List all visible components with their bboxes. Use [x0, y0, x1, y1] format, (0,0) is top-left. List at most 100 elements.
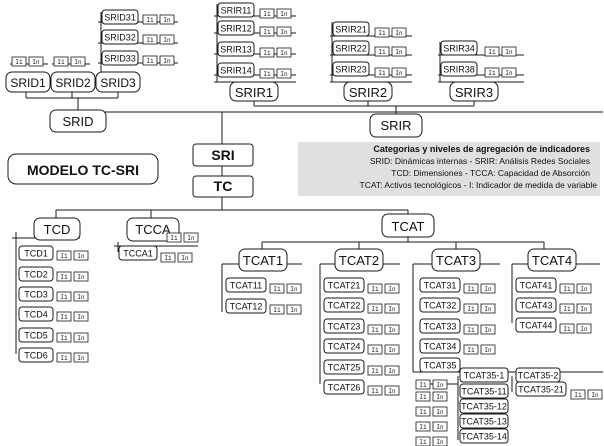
- tcat35-1-indicator-i1-box[interactable]: [415, 379, 431, 390]
- tcat35-1-indicator-in-box[interactable]: [432, 379, 448, 390]
- node-tcat32[interactable]: [419, 297, 461, 313]
- node-tcd[interactable]: [33, 217, 81, 241]
- node-srir2[interactable]: [343, 81, 393, 102]
- node-tcat31[interactable]: [419, 277, 461, 293]
- tcat12-indicator-i1-box[interactable]: [269, 304, 285, 315]
- srid2-indicator-in-box[interactable]: [70, 56, 86, 67]
- srir22-indicator-in-box[interactable]: [391, 46, 407, 57]
- srir23-indicator-in-box[interactable]: [391, 67, 407, 78]
- node-tcat26[interactable]: [323, 379, 365, 395]
- srir34-indicator-in-box[interactable]: [501, 46, 517, 57]
- node-srir3[interactable]: [449, 81, 499, 102]
- node-tcat23[interactable]: [323, 318, 365, 334]
- node-tcat22[interactable]: [323, 297, 365, 313]
- srid33-indicator-i1-box[interactable]: [142, 55, 158, 66]
- node-srir11[interactable]: [217, 2, 255, 18]
- node-srir13[interactable]: [217, 41, 255, 57]
- srir13-indicator-in-box[interactable]: [276, 47, 292, 58]
- node-srid3[interactable]: [95, 71, 141, 93]
- node-srid32[interactable]: [101, 29, 139, 45]
- tcat35-21-indicator-i1-box[interactable]: [570, 389, 586, 400]
- srir38-indicator-in-box[interactable]: [501, 67, 517, 78]
- node-tcat11[interactable]: [225, 277, 267, 293]
- tcd6-indicator-i1-box[interactable]: [56, 352, 72, 363]
- node-srid1[interactable]: [5, 71, 51, 93]
- srid33-indicator-in-box[interactable]: [159, 55, 175, 66]
- srir38-indicator-i1-box[interactable]: [484, 67, 500, 78]
- tcat43-indicator-in-box[interactable]: [576, 303, 592, 314]
- node-srir1[interactable]: [229, 81, 279, 102]
- srir21-indicator-in-box[interactable]: [391, 27, 407, 38]
- tcd5-indicator-in-box[interactable]: [73, 332, 89, 343]
- node-tcat25[interactable]: [323, 359, 365, 375]
- tcat35-11-indicator-i1-box[interactable]: [415, 391, 431, 402]
- tcat21-indicator-in-box[interactable]: [384, 283, 400, 294]
- node-tcat2[interactable]: [334, 248, 384, 272]
- node-tcat35[interactable]: [419, 357, 461, 373]
- srir22-indicator-i1-box[interactable]: [374, 46, 390, 57]
- tcat34-indicator-in-box[interactable]: [480, 344, 496, 355]
- node-srid2[interactable]: [50, 71, 96, 93]
- tcat31-indicator-in-box[interactable]: [480, 283, 496, 294]
- node-tcat33[interactable]: [419, 318, 461, 334]
- node-tcat43[interactable]: [515, 297, 557, 313]
- srir14-indicator-i1-box[interactable]: [259, 68, 275, 79]
- tcat35-13-indicator-i1-box[interactable]: [415, 421, 431, 432]
- tcat35-13-indicator-in-box[interactable]: [432, 421, 448, 432]
- srir23-indicator-i1-box[interactable]: [374, 67, 390, 78]
- tcat35-21-indicator-in-box[interactable]: [587, 389, 603, 400]
- node-srir34[interactable]: [440, 40, 478, 56]
- node-srid31[interactable]: [101, 9, 139, 25]
- tcat34-indicator-i1-box[interactable]: [463, 344, 479, 355]
- tcat32-indicator-i1-box[interactable]: [463, 303, 479, 314]
- tcat33-indicator-i1-box[interactable]: [463, 324, 479, 335]
- node-tcd6[interactable]: [18, 347, 54, 363]
- tcat25-indicator-in-box[interactable]: [384, 365, 400, 376]
- srid32-indicator-in-box[interactable]: [159, 34, 175, 45]
- srir12-indicator-in-box[interactable]: [276, 26, 292, 37]
- tcat25-indicator-i1-box[interactable]: [367, 365, 383, 376]
- tcca-indicator-i1-box[interactable]: [166, 232, 182, 243]
- node-srid33[interactable]: [101, 50, 139, 66]
- srir34-indicator-i1-box[interactable]: [484, 46, 500, 57]
- node-tcat12[interactable]: [225, 298, 267, 314]
- tcd2-indicator-i1-box[interactable]: [56, 271, 72, 282]
- srid2-indicator-i1-box[interactable]: [53, 56, 69, 67]
- node-srir23[interactable]: [332, 61, 370, 77]
- node-srid[interactable]: [49, 109, 107, 133]
- srir14-indicator-in-box[interactable]: [276, 68, 292, 79]
- node-srir14[interactable]: [217, 62, 255, 78]
- node-tcd1[interactable]: [18, 245, 54, 261]
- node-tcat44[interactable]: [515, 317, 557, 333]
- srid31-indicator-in-box[interactable]: [159, 14, 175, 25]
- srid32-indicator-i1-box[interactable]: [142, 34, 158, 45]
- tcat43-indicator-i1-box[interactable]: [559, 303, 575, 314]
- node-tcat[interactable]: [381, 213, 435, 238]
- tcat26-indicator-i1-box[interactable]: [367, 385, 383, 396]
- tcat21-indicator-i1-box[interactable]: [367, 283, 383, 294]
- tcat35-12-indicator-in-box[interactable]: [432, 406, 448, 417]
- tcat41-indicator-i1-box[interactable]: [559, 283, 575, 294]
- node-tcat4[interactable]: [527, 248, 577, 272]
- tcat31-indicator-i1-box[interactable]: [463, 283, 479, 294]
- tcd1-indicator-i1-box[interactable]: [56, 250, 72, 261]
- tcat23-indicator-i1-box[interactable]: [367, 324, 383, 335]
- tcat35-12-indicator-i1-box[interactable]: [415, 406, 431, 417]
- tcat35-14-indicator-in-box[interactable]: [432, 436, 448, 446]
- tcat22-indicator-in-box[interactable]: [384, 303, 400, 314]
- tcd5-indicator-i1-box[interactable]: [56, 332, 72, 343]
- tcat26-indicator-in-box[interactable]: [384, 385, 400, 396]
- node-tcat1[interactable]: [238, 248, 288, 272]
- tcat41-indicator-in-box[interactable]: [576, 283, 592, 294]
- srir12-indicator-i1-box[interactable]: [259, 26, 275, 37]
- tcd6-indicator-in-box[interactable]: [73, 352, 89, 363]
- node-tcat24[interactable]: [323, 338, 365, 354]
- tcd3-indicator-in-box[interactable]: [73, 291, 89, 302]
- node-tcca1[interactable]: [118, 245, 158, 261]
- tcd3-indicator-i1-box[interactable]: [56, 291, 72, 302]
- node-tcat35-1[interactable]: [459, 367, 509, 383]
- srir21-indicator-i1-box[interactable]: [374, 27, 390, 38]
- srid31-indicator-i1-box[interactable]: [142, 14, 158, 25]
- node-srir38[interactable]: [440, 61, 478, 77]
- tcat12-indicator-in-box[interactable]: [286, 304, 302, 315]
